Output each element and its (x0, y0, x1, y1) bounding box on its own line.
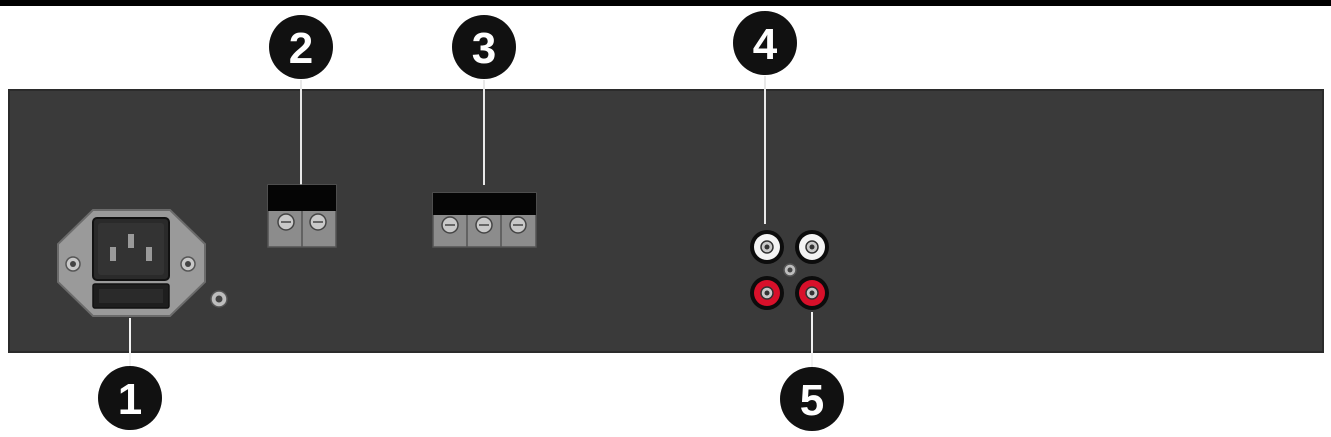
callout-3-label: 3 (472, 24, 496, 73)
callout-1: 1 (98, 366, 162, 430)
top-rule (0, 0, 1331, 6)
callout-5: 5 (780, 367, 844, 431)
rear-panel (8, 89, 1324, 353)
callout-3: 3 (452, 15, 516, 79)
power-inlet (57, 209, 206, 317)
callout-5-label: 5 (800, 376, 824, 425)
callout-4: 4 (733, 11, 797, 75)
callout-2-label: 2 (289, 24, 313, 73)
callout-4-label: 4 (753, 20, 778, 69)
ground-screw (210, 290, 228, 308)
rca-white-pair (750, 230, 829, 264)
three-pin-terminal (432, 192, 537, 248)
rca-center-screw (783, 263, 797, 277)
rca-red-pair (750, 276, 829, 310)
callout-1-label: 1 (118, 375, 142, 424)
callout-2: 2 (269, 15, 333, 79)
two-pin-terminal (267, 184, 337, 248)
